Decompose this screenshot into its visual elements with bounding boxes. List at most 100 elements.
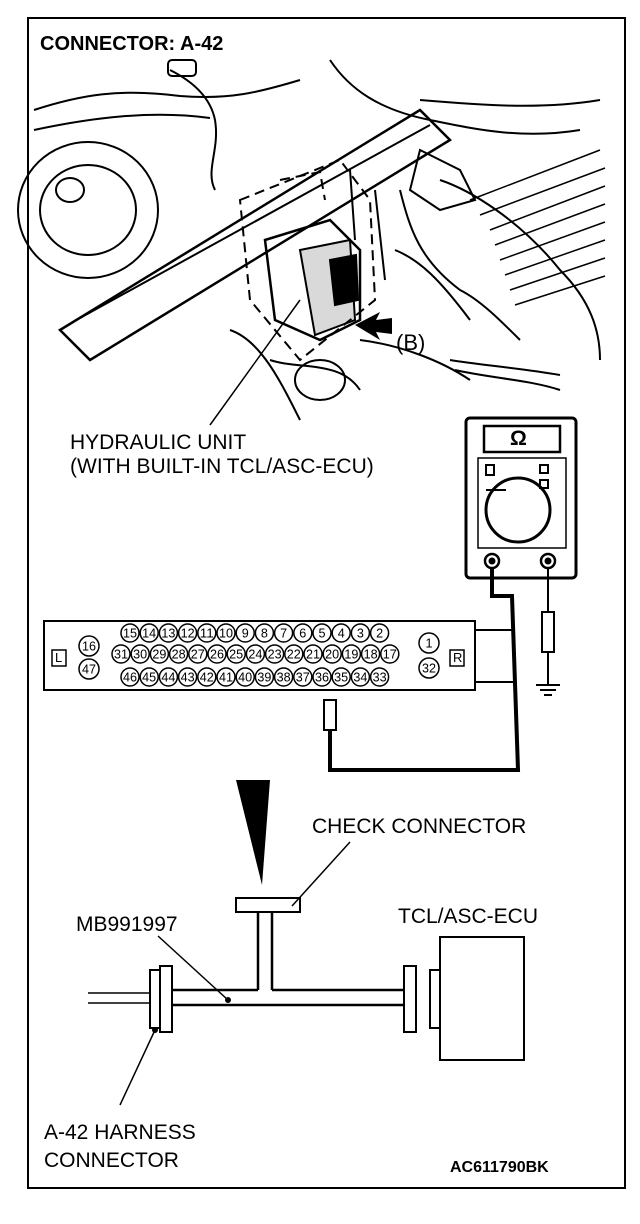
terminal-3: 3 (350, 623, 371, 643)
connector-left-marker: L (55, 650, 63, 665)
ohmmeter (464, 416, 578, 580)
terminal-29: 29 (149, 644, 170, 664)
terminal-19: 19 (341, 644, 362, 664)
hydraulic-unit-sublabel: (WITH BUILT-IN TCL/ASC-ECU) (70, 455, 374, 478)
body-member (57, 108, 453, 362)
svg-text:4: 4 (338, 626, 345, 641)
harness-connector-label: A-42 HARNESS (44, 1121, 196, 1144)
check-connector-block (235, 897, 301, 913)
svg-text:26: 26 (210, 648, 224, 662)
svg-text:35: 35 (334, 671, 348, 685)
terminal-26: 26 (207, 644, 227, 664)
svg-text:16: 16 (82, 640, 96, 654)
svg-text:41: 41 (219, 671, 233, 685)
terminal-15: 15 (120, 623, 140, 643)
svg-text:5: 5 (319, 626, 326, 641)
terminal-2: 2 (369, 623, 390, 643)
svg-text:36: 36 (315, 671, 329, 685)
terminal-45: 45 (139, 667, 159, 687)
terminal-20: 20 (322, 644, 342, 664)
engine-compartment-illustration (17, 59, 606, 426)
svg-text:23: 23 (268, 648, 282, 662)
terminal-9: 9 (235, 623, 255, 643)
svg-text:18: 18 (364, 648, 378, 662)
terminal-27: 27 (188, 644, 208, 664)
ground-symbol (536, 652, 560, 696)
svg-text:39: 39 (257, 671, 271, 685)
terminal-34: 34 (350, 667, 371, 687)
svg-text:25: 25 (229, 648, 243, 662)
svg-text:31: 31 (114, 648, 128, 662)
svg-text:20: 20 (325, 648, 339, 662)
terminal-47: 47 (78, 658, 100, 680)
connector-right-marker: R (453, 650, 463, 665)
terminal-46: 46 (120, 667, 140, 687)
svg-text:21: 21 (306, 648, 320, 662)
terminal-39: 39 (254, 667, 275, 687)
svg-text:12: 12 (181, 627, 195, 641)
svg-text:47: 47 (82, 663, 96, 677)
svg-text:9: 9 (242, 626, 249, 641)
terminal-22: 22 (284, 644, 304, 664)
svg-text:37: 37 (296, 671, 310, 685)
terminal-8: 8 (254, 623, 275, 643)
svg-text:27: 27 (191, 648, 205, 662)
svg-text:40: 40 (238, 671, 252, 685)
terminal-40: 40 (235, 667, 255, 687)
terminal-32: 32 (418, 657, 440, 679)
terminal-21: 21 (303, 644, 323, 664)
ohm-symbol: Ω (510, 427, 527, 450)
hydraulic-unit-label: HYDRAULIC UNIT (70, 431, 247, 454)
terminal-25: 25 (226, 644, 246, 664)
terminal-23: 23 (264, 644, 285, 664)
terminal-44: 44 (158, 667, 179, 687)
svg-text:1: 1 (426, 636, 433, 651)
tool-label: MB991997 (76, 913, 178, 936)
terminal-37: 37 (293, 667, 313, 687)
svg-text:15: 15 (123, 627, 137, 641)
hydraulic-unit (263, 218, 362, 342)
terminal-28: 28 (168, 644, 189, 664)
terminal-31: 31 (111, 644, 131, 664)
terminal-12: 12 (177, 623, 198, 643)
terminal-41: 41 (216, 667, 236, 687)
svg-text:10: 10 (219, 627, 233, 641)
terminal-24: 24 (245, 644, 266, 664)
svg-text:6: 6 (299, 626, 306, 641)
harness-connector-sublabel: CONNECTOR (44, 1149, 179, 1172)
svg-text:46: 46 (123, 671, 137, 685)
terminal-13: 13 (158, 623, 179, 643)
terminal-11: 11 (197, 623, 217, 643)
svg-text:38: 38 (277, 671, 291, 685)
view-b-arrow (355, 312, 392, 340)
svg-text:17: 17 (383, 648, 397, 662)
a42-harness-connector (149, 969, 161, 1029)
svg-text:14: 14 (142, 627, 156, 641)
svg-text:11: 11 (200, 627, 214, 641)
terminal-36: 36 (312, 667, 332, 687)
svg-text:2: 2 (376, 626, 383, 641)
terminal-6: 6 (293, 623, 313, 643)
probe-negative (541, 611, 555, 653)
tcl-asc-ecu-box (439, 936, 525, 1061)
svg-text:30: 30 (133, 648, 147, 662)
svg-text:22: 22 (287, 648, 301, 662)
mb991997-harness (170, 988, 404, 1007)
terminal-38: 38 (273, 667, 294, 687)
terminal-17: 17 (380, 644, 400, 664)
strut-tower (17, 141, 159, 279)
terminal-33: 33 (369, 667, 390, 687)
terminal-18: 18 (360, 644, 381, 664)
svg-text:32: 32 (422, 662, 436, 676)
svg-text:44: 44 (161, 671, 175, 685)
svg-text:42: 42 (200, 671, 214, 685)
terminal-10: 10 (216, 623, 236, 643)
terminal-35: 35 (331, 667, 351, 687)
svg-text:33: 33 (373, 671, 387, 685)
hydraulic-unit-leader (209, 299, 301, 426)
check-connector-label: CHECK CONNECTOR (312, 815, 527, 838)
figure-border (27, 17, 626, 1189)
